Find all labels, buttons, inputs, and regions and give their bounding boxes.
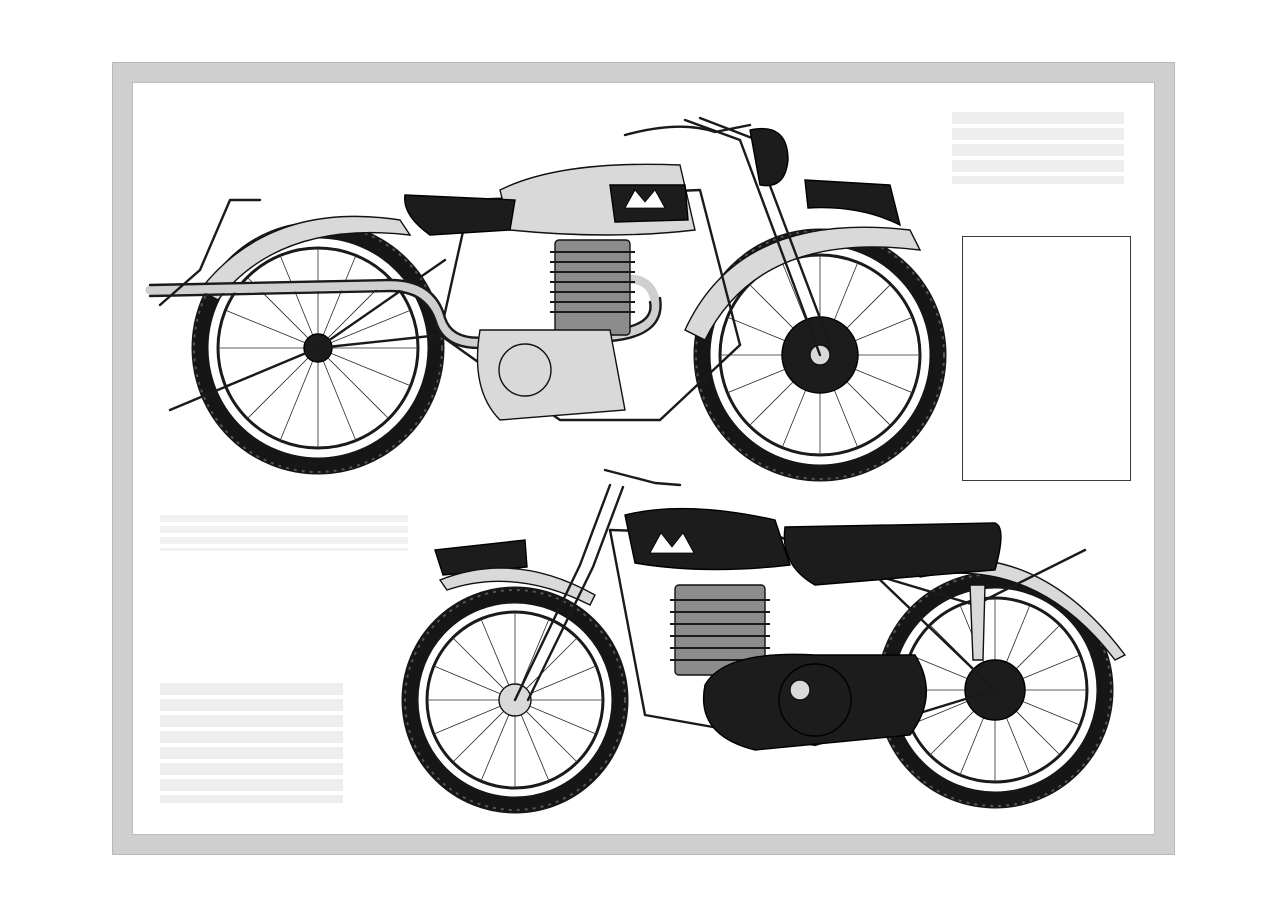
vintage-roadster-motorcycle-illustration	[145, 116, 947, 482]
vintage-trials-motorcycle-illustration	[401, 468, 1127, 814]
faded-heading-top-right	[952, 112, 1124, 184]
engine-icon	[476, 239, 635, 421]
fuel-tank-icon	[499, 163, 696, 236]
engine-icon	[670, 584, 927, 751]
blank-caption-box	[962, 236, 1131, 481]
fuel-tank-icon	[624, 507, 791, 571]
faded-caption-left	[160, 515, 408, 551]
faded-heading-bottom-left	[160, 683, 343, 803]
